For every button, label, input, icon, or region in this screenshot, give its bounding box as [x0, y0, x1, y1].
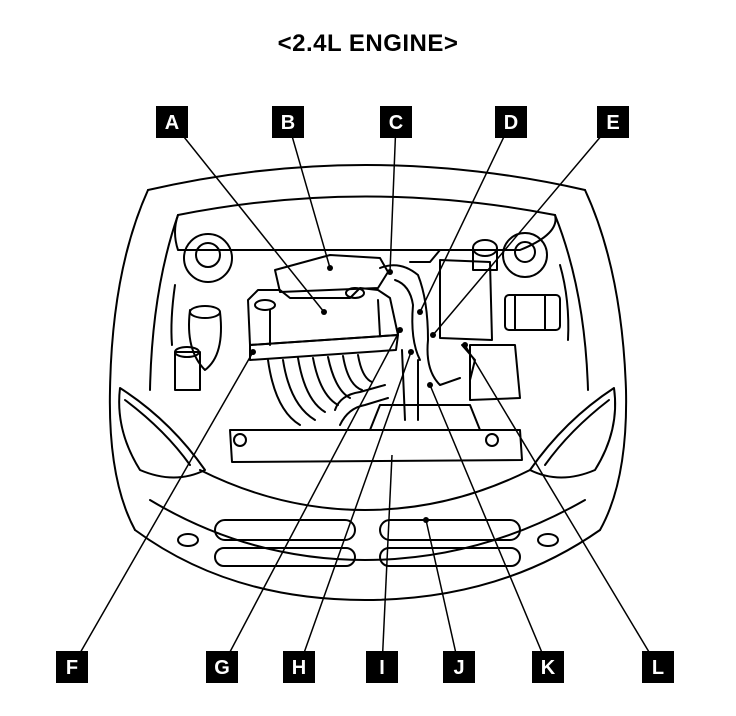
label-A: A: [156, 106, 188, 138]
label-H: H: [283, 651, 315, 683]
label-J: J: [443, 651, 475, 683]
label-K-text: K: [541, 657, 556, 679]
coolant-hose: [334, 384, 386, 411]
label-G: G: [206, 651, 238, 683]
hood-outline: [147, 164, 586, 191]
battery-terminal-box: [504, 294, 561, 331]
label-K: K: [532, 651, 564, 683]
intake-runner: [267, 359, 301, 426]
radiator-support: [229, 429, 523, 463]
label-F: F: [56, 651, 88, 683]
air-intake-duct: [379, 264, 461, 386]
left-headlight: [118, 387, 206, 479]
label-B: B: [272, 106, 304, 138]
grille-slot: [379, 519, 521, 541]
right-headlight: [529, 387, 617, 479]
hood-inner-edge: [177, 195, 556, 216]
label-C-text: C: [389, 112, 403, 134]
label-C: C: [380, 106, 412, 138]
label-D-text: D: [504, 112, 518, 134]
label-J-text: J: [453, 657, 464, 679]
grille-slot: [379, 547, 521, 567]
label-L: L: [642, 651, 674, 683]
label-I: I: [366, 651, 398, 683]
label-E: E: [597, 106, 629, 138]
label-E-text: E: [606, 112, 619, 134]
left-strut-tower: [183, 233, 233, 283]
left-fender: [108, 189, 149, 531]
grille-slot: [214, 547, 356, 567]
diagram-title: <2.4L ENGINE>: [277, 30, 459, 57]
label-H-text: H: [292, 657, 306, 679]
label-L-text: L: [652, 657, 664, 679]
air-cleaner: [439, 259, 493, 341]
label-F-text: F: [66, 657, 78, 679]
label-I-text: I: [379, 657, 385, 679]
reservoir: [174, 351, 201, 391]
label-B-text: B: [281, 112, 295, 134]
label-G-text: G: [214, 657, 230, 679]
label-A-text: A: [165, 112, 179, 134]
label-D: D: [495, 106, 527, 138]
grille-slot: [214, 519, 356, 541]
right-strut-tower: [502, 232, 548, 278]
right-fender: [584, 189, 628, 531]
front-bumper: [134, 529, 601, 601]
